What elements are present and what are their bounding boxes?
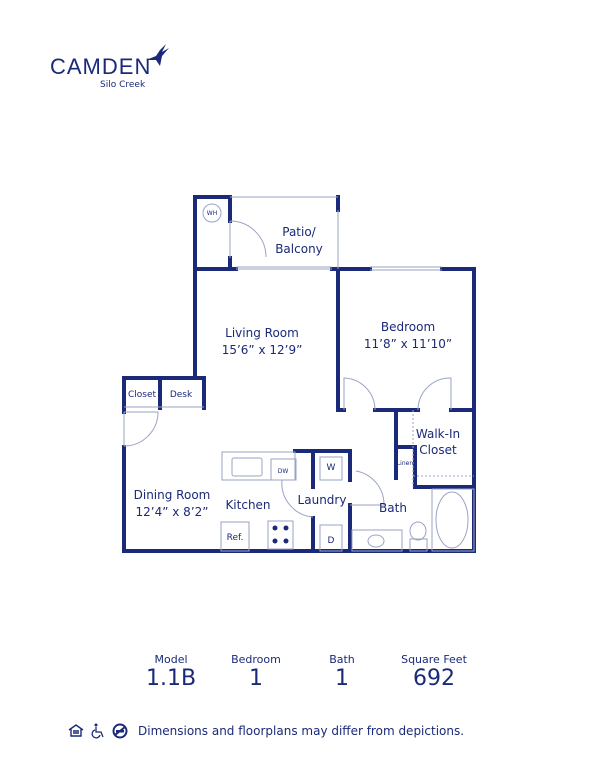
patio-label-1: Patio/ (282, 225, 316, 239)
stat-label: Square Feet (401, 653, 467, 666)
desk-label: Desk (170, 390, 193, 400)
water-heater (202, 203, 222, 223)
walkin-door (417, 377, 452, 411)
hummingbird-icon (146, 44, 169, 66)
bedroom-door (343, 377, 376, 411)
wh-label: WH (207, 210, 217, 217)
dw-label: DW (278, 468, 289, 475)
bath-vanity (351, 529, 403, 552)
living-room-dims: 15’6” x 12’9” (222, 343, 303, 357)
stove-burners (272, 525, 289, 544)
equal-housing-icon (68, 724, 84, 737)
toilet-tank (409, 538, 428, 552)
bath-door (350, 470, 385, 506)
linen-label: Linen (397, 460, 414, 467)
living-room-label: Living Room (225, 326, 299, 340)
dining-room-label: Dining Room (134, 488, 211, 502)
stat-value: 1.1B (145, 666, 197, 691)
walls (122, 195, 476, 553)
stat-value: 692 (413, 666, 455, 691)
stat-value: 1 (249, 666, 263, 691)
closet-door (123, 411, 159, 447)
walkin-label-2: Closet (419, 443, 457, 457)
community-name: Silo Creek (100, 80, 146, 90)
laundry-door (281, 479, 314, 518)
kitchen-sink (231, 457, 263, 477)
kitchen-label: Kitchen (225, 498, 270, 512)
stat-label: Bedroom (231, 653, 281, 666)
bedroom-label: Bedroom (381, 320, 435, 334)
bedroom-dims: 11’8” x 11’10” (364, 337, 452, 351)
no-smoking-icon (112, 723, 128, 739)
dryer-label: D (328, 536, 335, 546)
closet-label: Closet (128, 390, 157, 400)
logo-wordmark: Camden (50, 54, 152, 79)
stat-label: Model (154, 653, 188, 666)
footer: Dimensions and floorplans may differ fro… (68, 723, 464, 739)
stove (267, 520, 294, 550)
dishwasher (270, 458, 297, 481)
walkin-label-1: Walk-In (416, 427, 460, 441)
kitchen-counter (221, 451, 296, 481)
stat-label: Bath (329, 653, 355, 666)
thin-lines (123, 196, 475, 552)
washer (319, 456, 343, 481)
toilet (409, 521, 427, 541)
dining-room-dims: 12’4” x 8’2” (136, 505, 209, 519)
laundry-label: Laundry (298, 493, 347, 507)
bath-label: Bath (379, 501, 407, 515)
patio-door (229, 220, 267, 258)
stat-value: 1 (335, 666, 349, 691)
ref-label: Ref. (227, 533, 244, 543)
dryer (319, 524, 343, 552)
refrigerator (220, 521, 250, 552)
washer-label: W (327, 463, 336, 473)
wheelchair-accessible-icon (91, 723, 104, 739)
disclaimer-text: Dimensions and floorplans may differ fro… (138, 724, 465, 738)
bathtub (431, 488, 475, 552)
patio-label-2: Balcony (275, 242, 323, 256)
